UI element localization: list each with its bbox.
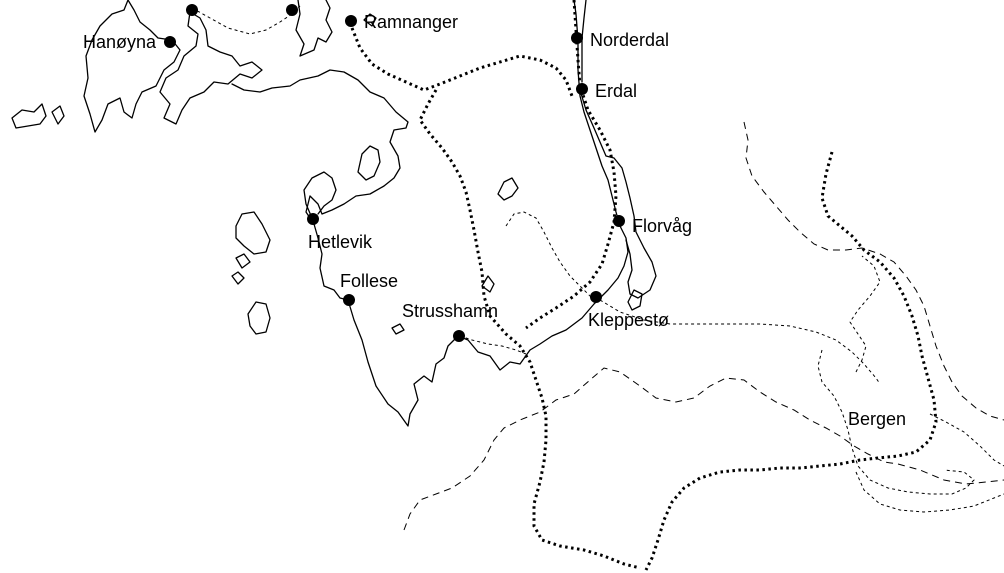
border-central (418, 89, 641, 570)
erdal-marker (576, 83, 588, 95)
norderdal-marker (571, 32, 583, 44)
place-marker-north-1 (186, 4, 298, 16)
trail-south-east-2 (855, 471, 1004, 513)
bergen-label: Bergen (848, 409, 906, 429)
follese-marker (343, 294, 355, 306)
coastline-north-west (83, 0, 181, 133)
island-mid-1 (497, 177, 519, 201)
municipal-borders (350, 0, 938, 571)
trail-kleppesto-east (599, 299, 881, 385)
island-west-4 (235, 253, 251, 269)
place-erdal[interactable]: Erdal (576, 81, 637, 101)
northern-coastline (83, 0, 409, 301)
ramnanger-marker (345, 15, 357, 27)
place-bergen[interactable]: Bergen (848, 409, 906, 429)
kleppesto-label: Kleppestø (588, 310, 669, 330)
strusshamn-marker (453, 330, 465, 342)
hetlevik-label: Hetlevik (308, 232, 373, 252)
place-follese[interactable]: Follese (340, 271, 398, 306)
place-norderdal[interactable]: Norderdal (571, 30, 669, 50)
florvag-label: Florvåg (632, 216, 692, 236)
coastline-island-a (357, 145, 381, 181)
place-florvag[interactable]: Florvåg (613, 215, 692, 236)
island-west-2 (51, 105, 65, 125)
roads (403, 121, 1004, 531)
follese-label: Follese (340, 271, 398, 291)
coastline-askoy-west (581, 0, 587, 83)
road-north-east (743, 121, 1004, 421)
hetlevik-marker (307, 213, 319, 225)
island-west-5 (231, 271, 245, 285)
island-mid-3 (391, 323, 405, 335)
kleppesto-marker (590, 291, 602, 303)
island-west-3 (235, 211, 271, 255)
hanoyna-marker (164, 36, 176, 48)
place-hanoyna[interactable]: Hanøyna (83, 32, 176, 52)
trail-strusshamn (459, 335, 527, 355)
island-mid-4 (627, 289, 643, 311)
trail-east-edge (929, 413, 1004, 467)
border-east (644, 151, 938, 571)
small-islands (11, 13, 643, 335)
place-strusshamn[interactable]: Strusshamn (402, 301, 498, 342)
minor-roads (191, 5, 1004, 513)
place-kleppesto[interactable]: Kleppestø (588, 291, 669, 330)
trail-hanoyna (191, 5, 301, 35)
island-mid-2 (481, 275, 495, 293)
ramnanger-label: Ramnanger (364, 12, 458, 32)
coastline-hetlevik-bay (303, 171, 337, 219)
island-north-1 (363, 13, 377, 27)
coastline-north-mid (159, 11, 263, 125)
sotra-coastline (347, 0, 657, 427)
coastline-north-fjord (295, 0, 333, 57)
coastline-askoy-east (579, 89, 657, 299)
place-hetlevik[interactable]: Hetlevik (307, 213, 373, 252)
road-bergen-west (403, 367, 1004, 531)
island-west-1 (11, 103, 47, 129)
coastline-sotra-south (347, 0, 629, 427)
unlabeled-marker-2 (286, 4, 298, 16)
coastline-mainland-north (231, 69, 409, 301)
trail-bergen-loop (849, 255, 881, 373)
erdal-label: Erdal (595, 81, 637, 101)
trail-mid (505, 211, 593, 299)
unlabeled-marker-1 (186, 4, 198, 16)
hanoyna-label: Hanøyna (83, 32, 157, 52)
island-west-6 (247, 301, 271, 335)
place-ramnanger[interactable]: Ramnanger (345, 12, 458, 32)
florvag-marker (613, 215, 625, 227)
border-north (350, 27, 574, 97)
trail-south-east (817, 349, 975, 495)
norderdal-label: Norderdal (590, 30, 669, 50)
strusshamn-label: Strusshamn (402, 301, 498, 321)
